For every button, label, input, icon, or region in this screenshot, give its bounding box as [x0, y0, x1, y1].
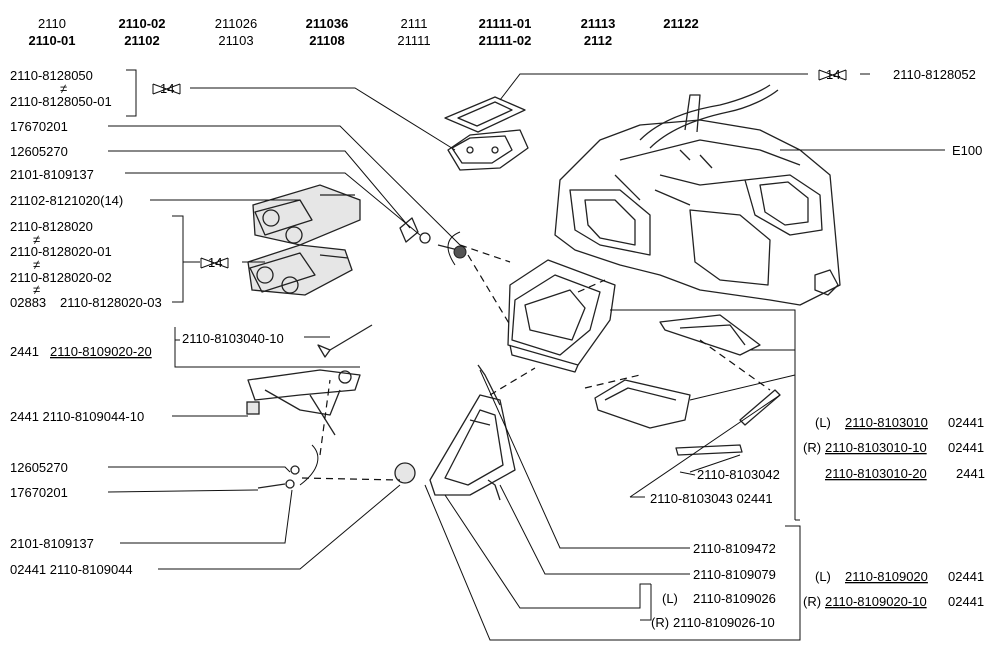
model-col-6-top: 21111-01	[479, 16, 532, 31]
label-r10-side: (L)	[662, 591, 678, 606]
fastener-drawing	[399, 217, 467, 259]
label-17670201-bottom: 17670201	[10, 485, 68, 500]
label-r4-side: (R)	[803, 440, 821, 455]
label-r11-side: (R)	[651, 615, 669, 630]
label-sep-2: ≠	[33, 232, 40, 247]
label-12605270-top: 12605270	[10, 144, 68, 159]
label-e100: E100	[952, 143, 982, 158]
top-nozzle-drawing	[444, 96, 529, 171]
lever-arm-drawing	[394, 364, 516, 501]
label-r3-qty: 02441	[948, 415, 984, 430]
label-r5-qty: 2441	[956, 466, 985, 481]
label-17670201-top: 17670201	[10, 119, 68, 134]
assembly-paths	[299, 231, 771, 486]
label-2110-8103010-10: 2110-8103010-10	[825, 440, 927, 455]
label-r4-qty: 02441	[948, 440, 984, 455]
label-2110-8109079: 2110-8109079	[693, 567, 776, 582]
model-col-3-bottom: 21103	[218, 33, 253, 48]
right-labels: 2110-8128052 E100 (L) 2110-8103010 02441…	[650, 67, 985, 630]
model-col-2-top: 2110-02	[119, 16, 166, 31]
label-12605270-bottom: 12605270	[10, 460, 68, 475]
control-unit-drawing	[247, 184, 361, 296]
marker-14-left-mid: 14	[200, 255, 229, 270]
label-2110-8128020: 2110-8128020	[10, 219, 93, 234]
label-2110-8103010-20: 2110-8103010-20	[825, 466, 927, 481]
label-2441-prefix: 2441	[10, 344, 39, 359]
label-2110-8103040-10: 2110-8103040-10	[182, 331, 284, 346]
label-2110-8103043: 2110-8103043 02441	[650, 491, 773, 506]
model-col-5-top: 2111	[401, 16, 428, 31]
label-2110-8128020-01: 2110-8128020-01	[10, 244, 112, 259]
label-r3-side: (L)	[815, 415, 831, 430]
label-2110-8109020-20: 2110-8109020-20	[50, 344, 152, 359]
model-col-4-top: 211036	[306, 16, 349, 31]
model-col-7-bottom: 2112	[584, 33, 612, 48]
label-2441-2110-8109044-10: 2441 2110-8109044-10	[10, 409, 144, 424]
model-col-6-bottom: 21111-02	[479, 33, 532, 48]
heater-housing-drawing	[554, 84, 841, 306]
label-21102-8121020: 21102-8121020(14)	[10, 193, 123, 208]
label-r12-side: (L)	[815, 569, 831, 584]
label-2110-8103010: 2110-8103010	[845, 415, 928, 430]
model-col-3-top: 211026	[215, 16, 257, 31]
lever-mechanism-drawing	[246, 324, 373, 436]
label-2110-8128020-02: 2110-8128020-02	[10, 270, 112, 285]
label-02883: 02883	[10, 295, 46, 310]
label-2110-8109026-10: 2110-8109026-10	[673, 615, 775, 630]
label-2110-8128050-01: 2110-8128050-01	[10, 94, 112, 109]
label-2101-8109137-bottom: 2101-8109137	[10, 536, 94, 551]
label-sep-4: ≠	[33, 282, 40, 297]
label-r12-qty: 02441	[948, 569, 984, 584]
label-2110-8109020: 2110-8109020	[845, 569, 928, 584]
label-sep-1: ≠	[60, 81, 67, 96]
model-header: 2110 2110-01 2110-02 21102 211026 21103 …	[29, 16, 699, 48]
label-2110-8109472: 2110-8109472	[693, 541, 776, 556]
left-labels: 2110-8128050 ≠ 2110-8128050-01 17670201 …	[10, 68, 284, 577]
label-r13-side: (R)	[803, 594, 821, 609]
model-col-1-top: 2110	[38, 16, 66, 31]
label-2101-8109137-top: 2101-8109137	[10, 167, 94, 182]
leader-lines	[107, 69, 945, 641]
model-col-2-bottom: 21102	[124, 33, 159, 48]
label-2110-8128020-03: 2110-8128020-03	[60, 295, 162, 310]
label-2110-8103042: 2110-8103042	[697, 467, 780, 482]
small-screw-drawing	[257, 465, 300, 489]
label-02441-2110-8109044: 02441 2110-8109044	[10, 562, 133, 577]
marker-14-right-top: 14	[818, 67, 847, 82]
model-col-7-top: 21113	[581, 16, 616, 31]
model-col-8-top: 21122	[663, 16, 698, 31]
label-2110-8128052: 2110-8128052	[893, 67, 976, 82]
label-r13-qty: 02441	[948, 594, 984, 609]
model-col-4-bottom: 21108	[309, 33, 344, 48]
label-sep-3: ≠	[33, 257, 40, 272]
air-duct-drawing	[507, 259, 616, 373]
model-col-1-bottom: 2110-01	[29, 33, 76, 48]
label-2110-8109020-10: 2110-8109020-10	[825, 594, 927, 609]
marker-14-left-top: 14	[152, 81, 181, 96]
label-2110-8128050: 2110-8128050	[10, 68, 93, 83]
label-2110-8109026: 2110-8109026	[693, 591, 776, 606]
model-col-5-bottom: 21111	[397, 33, 430, 48]
